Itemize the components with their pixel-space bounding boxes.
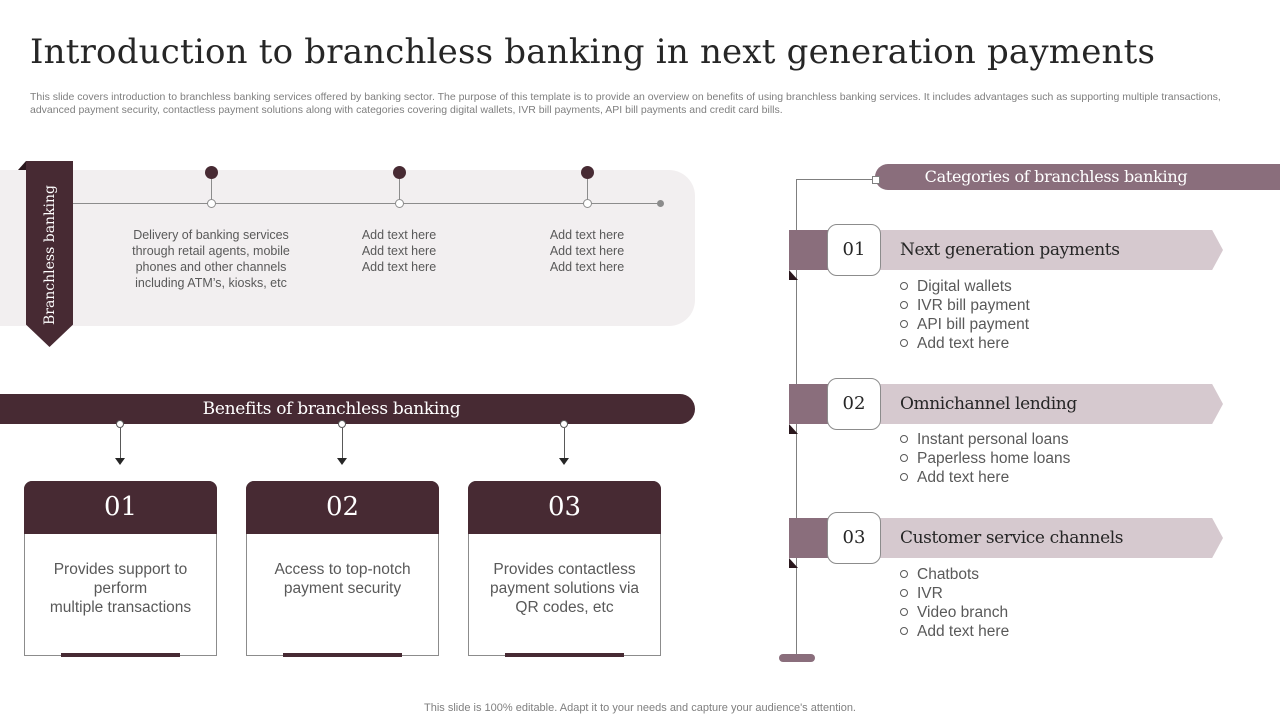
categories-connector-node	[872, 176, 880, 184]
list-item: Add text here	[900, 334, 1030, 353]
timeline-item-text: Add text here Add text here Add text her…	[549, 228, 625, 274]
circle-bullet-icon	[900, 282, 908, 290]
timeline-marker	[581, 166, 594, 179]
benefit-card-number: 02	[246, 481, 439, 534]
category-number: 01	[827, 224, 881, 276]
categories-title: Categories of branchless banking	[924, 167, 1188, 186]
timeline-panel	[0, 170, 695, 326]
timeline-marker	[205, 166, 218, 179]
timeline-stem	[211, 179, 212, 200]
benefit-card-accent	[283, 653, 402, 657]
benefit-card: 03 Provides contactless payment solution…	[468, 481, 661, 657]
branchless-banking-ribbon	[26, 161, 73, 347]
circle-bullet-icon	[900, 301, 908, 309]
categories-pole-base	[779, 654, 815, 662]
circle-bullet-icon	[900, 627, 908, 635]
list-item: Instant personal loans	[900, 430, 1070, 449]
connector-line	[120, 428, 121, 458]
timeline-item-text: Add text here Add text here Add text her…	[361, 228, 437, 274]
connector-line	[564, 428, 565, 458]
benefit-card-number: 03	[468, 481, 661, 534]
category-band-fold	[789, 270, 798, 280]
list-item: Chatbots	[900, 565, 1009, 584]
category-number: 02	[827, 378, 881, 430]
timeline-node	[583, 199, 592, 208]
arrow-down-icon	[337, 458, 347, 465]
list-item: Paperless home loans	[900, 449, 1070, 468]
timeline-stem	[399, 179, 400, 200]
timeline-end-dot	[657, 200, 664, 207]
category-points: Chatbots IVR Video branch Add text here	[900, 565, 1009, 641]
list-item: API bill payment	[900, 315, 1030, 334]
benefit-card-accent	[61, 653, 180, 657]
benefit-card: 02 Access to top-notch payment security	[246, 481, 439, 657]
circle-bullet-icon	[900, 570, 908, 578]
category-points: Instant personal loans Paperless home lo…	[900, 430, 1070, 487]
categories-connector	[796, 179, 876, 180]
arrow-down-icon	[115, 458, 125, 465]
category-title: Next generation payments	[900, 240, 1120, 260]
category-number: 03	[827, 512, 881, 564]
timeline-stem	[587, 179, 588, 200]
circle-bullet-icon	[900, 589, 908, 597]
circle-bullet-icon	[900, 454, 908, 462]
timeline-item-text: Delivery of banking services through ret…	[132, 228, 290, 290]
list-item: Add text here	[900, 468, 1070, 487]
arrow-down-icon	[559, 458, 569, 465]
benefit-card-text: Provides contactless payment solutions v…	[489, 561, 640, 616]
timeline-marker	[393, 166, 406, 179]
circle-bullet-icon	[900, 320, 908, 328]
ribbon-label: Branchless banking	[42, 184, 58, 326]
page-title: Introduction to branchless banking in ne…	[30, 32, 1156, 72]
timeline-node	[207, 199, 216, 208]
category-points: Digital wallets IVR bill payment API bil…	[900, 277, 1030, 353]
footer-note: This slide is 100% editable. Adapt it to…	[424, 702, 856, 714]
circle-bullet-icon	[900, 339, 908, 347]
category-title: Omnichannel lending	[900, 394, 1077, 414]
circle-bullet-icon	[900, 473, 908, 481]
list-item: Digital wallets	[900, 277, 1030, 296]
category-band-fold	[789, 424, 798, 434]
circle-bullet-icon	[900, 608, 908, 616]
connector-node	[116, 420, 124, 428]
ribbon-fold	[18, 161, 26, 170]
benefit-card-accent	[505, 653, 624, 657]
circle-bullet-icon	[900, 435, 908, 443]
benefits-header-bar	[0, 394, 695, 424]
category-title: Customer service channels	[900, 528, 1124, 548]
list-item: Video branch	[900, 603, 1009, 622]
page-subtitle: This slide covers introduction to branch…	[30, 91, 1221, 116]
connector-line	[342, 428, 343, 458]
benefit-card-text: Access to top-notch payment security	[274, 561, 411, 597]
benefit-card-number: 01	[24, 481, 217, 534]
category-band-fold	[789, 558, 798, 568]
benefit-card: 01 Provides support to perform multiple …	[24, 481, 217, 657]
benefits-title: Benefits of branchless banking	[202, 399, 461, 419]
list-item: IVR bill payment	[900, 296, 1030, 315]
connector-node	[338, 420, 346, 428]
timeline-node	[395, 199, 404, 208]
list-item: IVR	[900, 584, 1009, 603]
benefit-card-text: Provides support to perform multiple tra…	[49, 561, 192, 616]
connector-node	[560, 420, 568, 428]
categories-header-bar	[875, 164, 1280, 190]
list-item: Add text here	[900, 622, 1009, 641]
timeline-line	[73, 203, 660, 204]
